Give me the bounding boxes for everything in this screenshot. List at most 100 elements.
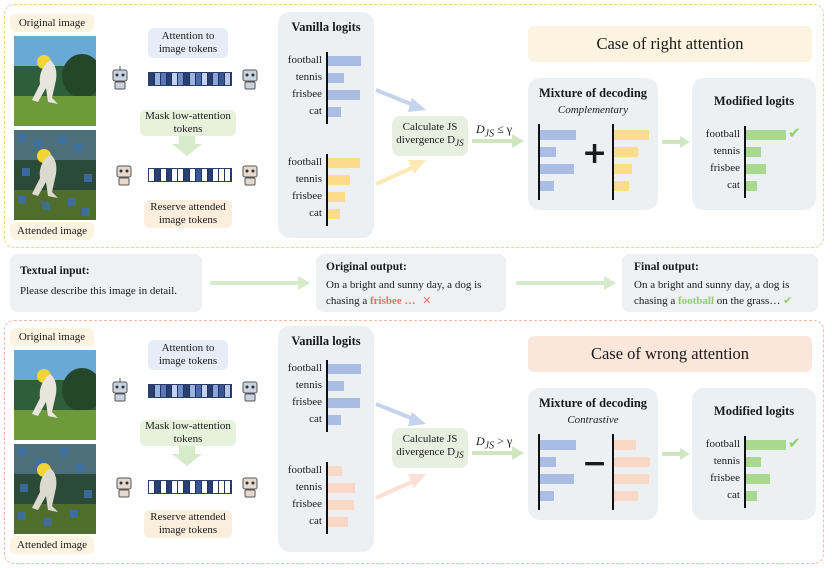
- logit-bar: [746, 457, 762, 467]
- logit-bar: [746, 130, 786, 140]
- mixture-subtitle: Complementary: [557, 104, 629, 116]
- js-label-line2: divergence D: [396, 134, 456, 147]
- final-output-box: Final output: On a bright and sunny day,…: [622, 254, 818, 312]
- logit-word-label: cat: [309, 413, 322, 425]
- logit-axis: [326, 154, 328, 226]
- vanilla-logits-title: Vanilla logits: [291, 20, 361, 34]
- logit-bar: [540, 474, 574, 484]
- operator-symbol: +: [582, 136, 608, 171]
- logit-word-label: frisbee: [292, 190, 322, 202]
- check-icon: ✔: [783, 294, 793, 307]
- mask-label: Mask low-attention tokens: [140, 110, 236, 136]
- hallucinated-word: frisbee …: [369, 295, 416, 307]
- logit-word-label: cat: [309, 105, 322, 117]
- logit-word-label: football: [287, 156, 322, 168]
- condition-rest: ≤ γ: [494, 122, 513, 136]
- logit-bar: [328, 209, 341, 219]
- original-photo-graphic: [14, 350, 96, 440]
- condition-symbol: D: [476, 122, 485, 136]
- logit-bar: [746, 474, 771, 484]
- logit-word-label: football: [705, 438, 740, 450]
- original-output-line1: On a bright and sunny day, a dog is: [326, 279, 482, 291]
- logit-word-label: frisbee: [292, 498, 322, 510]
- logit-bar: [328, 398, 360, 408]
- condition-label: DJS > γ: [476, 434, 512, 451]
- js-subscript: JS: [455, 450, 464, 461]
- logit-word-label: football: [287, 54, 322, 66]
- original-output-box: Original output: On a bright and sunny d…: [316, 254, 506, 312]
- correct-word: football: [677, 295, 715, 307]
- right-arrow-icon: [516, 276, 616, 290]
- logit-bar: [540, 130, 576, 140]
- logit-word-label: tennis: [295, 173, 322, 185]
- condition-label: DJS ≤ γ: [476, 122, 512, 139]
- down-arrow-icon: [172, 446, 202, 466]
- logit-word-label: cat: [727, 179, 740, 191]
- logit-bar: [746, 164, 766, 174]
- reserve-label: Reserve attended image tokens: [144, 200, 232, 228]
- logit-axis: [326, 52, 328, 124]
- right-arrow-icon: [210, 276, 310, 290]
- js-label-line1: Calculate JS: [402, 121, 458, 134]
- logit-bar: [328, 500, 355, 510]
- image-token-sequence: [148, 384, 232, 398]
- logit-bar: [328, 158, 360, 168]
- logit-axis: [538, 124, 540, 200]
- logit-word-label: cat: [309, 207, 322, 219]
- cross-icon: ✕: [422, 294, 432, 307]
- logit-bar: [328, 90, 360, 100]
- logit-bar: [614, 181, 630, 191]
- logit-word-label: football: [287, 464, 322, 476]
- condition-subscript: JS: [484, 128, 495, 140]
- reserve-label: Reserve attended image tokens: [144, 510, 232, 538]
- right-arrow-icon: [472, 446, 524, 460]
- down-arrow-icon: [172, 136, 202, 156]
- operator-symbol: −: [582, 446, 608, 481]
- js-divergence-box: Calculate JS divergence DJS: [392, 116, 468, 156]
- logit-bar: [614, 474, 650, 484]
- flow-arrows: [375, 88, 426, 186]
- textual-input-box: Textual input: Please describe this imag…: [10, 254, 202, 312]
- logit-bar: [614, 130, 650, 140]
- logit-bar: [746, 440, 786, 450]
- logit-word-label: tennis: [295, 71, 322, 83]
- logit-bar: [540, 147, 556, 157]
- mixture-title: Mixture of decoding: [538, 86, 648, 100]
- logit-word-label: cat: [309, 515, 322, 527]
- top-panel: [4, 4, 824, 248]
- logit-bar: [746, 147, 762, 157]
- logit-bar: [328, 483, 356, 493]
- logit-word-label: football: [705, 128, 740, 140]
- final-output-prefix: chasing a: [634, 295, 678, 307]
- attended-image: [14, 444, 96, 534]
- logit-bar: [540, 440, 576, 450]
- masked-token-sequence: [148, 480, 232, 494]
- robot-icon: [242, 477, 258, 498]
- logit-bar: [614, 457, 650, 467]
- flow-arrows: [375, 402, 426, 500]
- final-output-title: Final output:: [634, 261, 699, 273]
- original-output-prefix: chasing a: [326, 295, 370, 307]
- logit-bar: [614, 147, 638, 157]
- logit-axis: [538, 434, 540, 510]
- logit-bar: [746, 491, 757, 501]
- logit-bar: [614, 440, 636, 450]
- robot-icon: [112, 378, 128, 402]
- mixture-title: Mixture of decoding: [538, 396, 648, 410]
- logit-axis: [326, 360, 328, 432]
- logit-bar: [328, 466, 343, 476]
- textual-input-body: Please describe this image in detail.: [20, 285, 178, 297]
- robot-icon: [112, 66, 128, 90]
- original-image-label: Original image: [10, 14, 94, 32]
- attention-label: Attention to image tokens: [148, 340, 228, 370]
- attended-photo-graphic: [14, 130, 96, 220]
- robot-icon: [116, 477, 132, 498]
- logit-bar: [540, 457, 556, 467]
- logit-axis: [744, 436, 746, 508]
- textual-input-title: Textual input:: [20, 265, 90, 277]
- right-arrow-icon: [662, 136, 690, 148]
- logit-axis: [612, 434, 614, 510]
- original-image: [14, 36, 96, 126]
- final-output-suffix: on the grass…: [714, 295, 781, 307]
- modified-logits-box: Modified logits: [692, 78, 816, 210]
